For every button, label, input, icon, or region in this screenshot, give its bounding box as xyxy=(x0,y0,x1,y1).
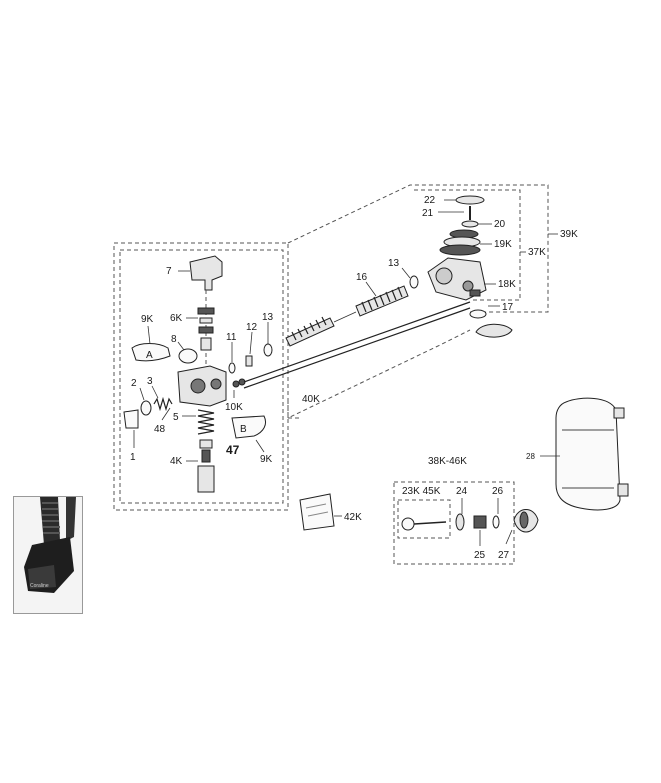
part-10k-fitting xyxy=(232,378,246,398)
label-48: 48 xyxy=(154,424,166,435)
part-25-body xyxy=(473,515,487,546)
label-19k: 19K xyxy=(494,239,512,250)
part-21-stem xyxy=(438,206,471,220)
label-28: 28 xyxy=(526,452,535,461)
part-20-washer xyxy=(461,220,492,228)
label-39k: 39K xyxy=(560,229,578,240)
part-5-spring xyxy=(182,409,215,435)
part-12-seat xyxy=(245,331,253,367)
label-42k: 42K xyxy=(344,512,362,523)
label-21: 21 xyxy=(422,208,434,219)
label-3: 3 xyxy=(147,376,153,387)
part-26-ring xyxy=(492,498,500,529)
part-8-knob xyxy=(177,341,198,364)
label-26: 26 xyxy=(492,486,504,497)
label-10k: 10K xyxy=(225,402,243,413)
part-40k-rod xyxy=(243,301,471,389)
label-8: 8 xyxy=(171,334,177,345)
label-1: 1 xyxy=(130,452,136,463)
group-box-38k-46k xyxy=(393,481,515,565)
label-17: 17 xyxy=(502,302,514,313)
part-6k-stack xyxy=(186,307,215,351)
group-box-main-body xyxy=(113,242,289,511)
part-11-oring xyxy=(228,342,236,374)
label-37k: 37K xyxy=(528,247,546,258)
part-13-ring-right xyxy=(401,267,419,289)
part-42k-bag xyxy=(299,493,342,531)
label-22: 22 xyxy=(424,195,436,206)
label-13-left: 13 xyxy=(262,312,274,323)
part-9k-clip-a xyxy=(131,325,171,362)
label-9k-bottom: 9K xyxy=(260,454,273,465)
part-1-bracket xyxy=(123,409,139,448)
part-gasket-39k xyxy=(475,323,513,338)
label-12: 12 xyxy=(246,322,258,333)
label-a: A xyxy=(146,350,153,361)
label-47: 47 xyxy=(226,443,240,457)
inset-hose-photo: Coraline xyxy=(13,496,83,614)
part-22-cap xyxy=(444,195,485,205)
part-19k-stack xyxy=(439,229,492,256)
inset-brand-text: Coraline xyxy=(30,583,49,589)
label-40k: 40K xyxy=(302,394,320,405)
part-7-cap xyxy=(178,255,223,291)
label-11: 11 xyxy=(226,332,237,343)
label-9k-top: 9K xyxy=(141,314,154,325)
part-3-spring xyxy=(151,385,173,412)
part-18k-fitting xyxy=(469,283,496,297)
part-27-flange xyxy=(505,509,539,545)
part-24-seal xyxy=(455,498,465,531)
part-2-oring xyxy=(139,387,152,416)
label-13-right: 13 xyxy=(388,258,400,269)
part-hose-spring-left xyxy=(285,316,335,347)
group-box-39k xyxy=(287,184,549,313)
part-17-oring xyxy=(469,305,500,319)
group-box-40k xyxy=(287,329,471,419)
label-16: 16 xyxy=(356,272,368,283)
label-24: 24 xyxy=(456,486,468,497)
part-23k-45k-valve xyxy=(401,517,447,531)
label-2: 2 xyxy=(131,378,137,389)
label-6k: 6K xyxy=(170,313,183,324)
label-b: B xyxy=(240,424,247,435)
label-18k: 18K xyxy=(498,279,516,290)
part-4k-stem xyxy=(186,439,215,493)
label-23k-45k: 23K 45K xyxy=(402,486,441,497)
part-28-bladder xyxy=(540,397,629,511)
label-20: 20 xyxy=(494,219,506,230)
label-7: 7 xyxy=(166,266,172,277)
label-5: 5 xyxy=(173,412,179,423)
label-38k-46k: 38K-46K xyxy=(428,456,467,467)
label-27: 27 xyxy=(498,550,510,561)
part-valve-body xyxy=(177,365,227,407)
part-16-spring-hose xyxy=(355,281,409,317)
label-25: 25 xyxy=(474,550,486,561)
part-13-ring-left xyxy=(263,322,273,357)
label-4k: 4K xyxy=(170,456,183,467)
part-9k-clip-b xyxy=(231,415,267,453)
hose-valve-illustration: Coraline xyxy=(14,497,82,613)
